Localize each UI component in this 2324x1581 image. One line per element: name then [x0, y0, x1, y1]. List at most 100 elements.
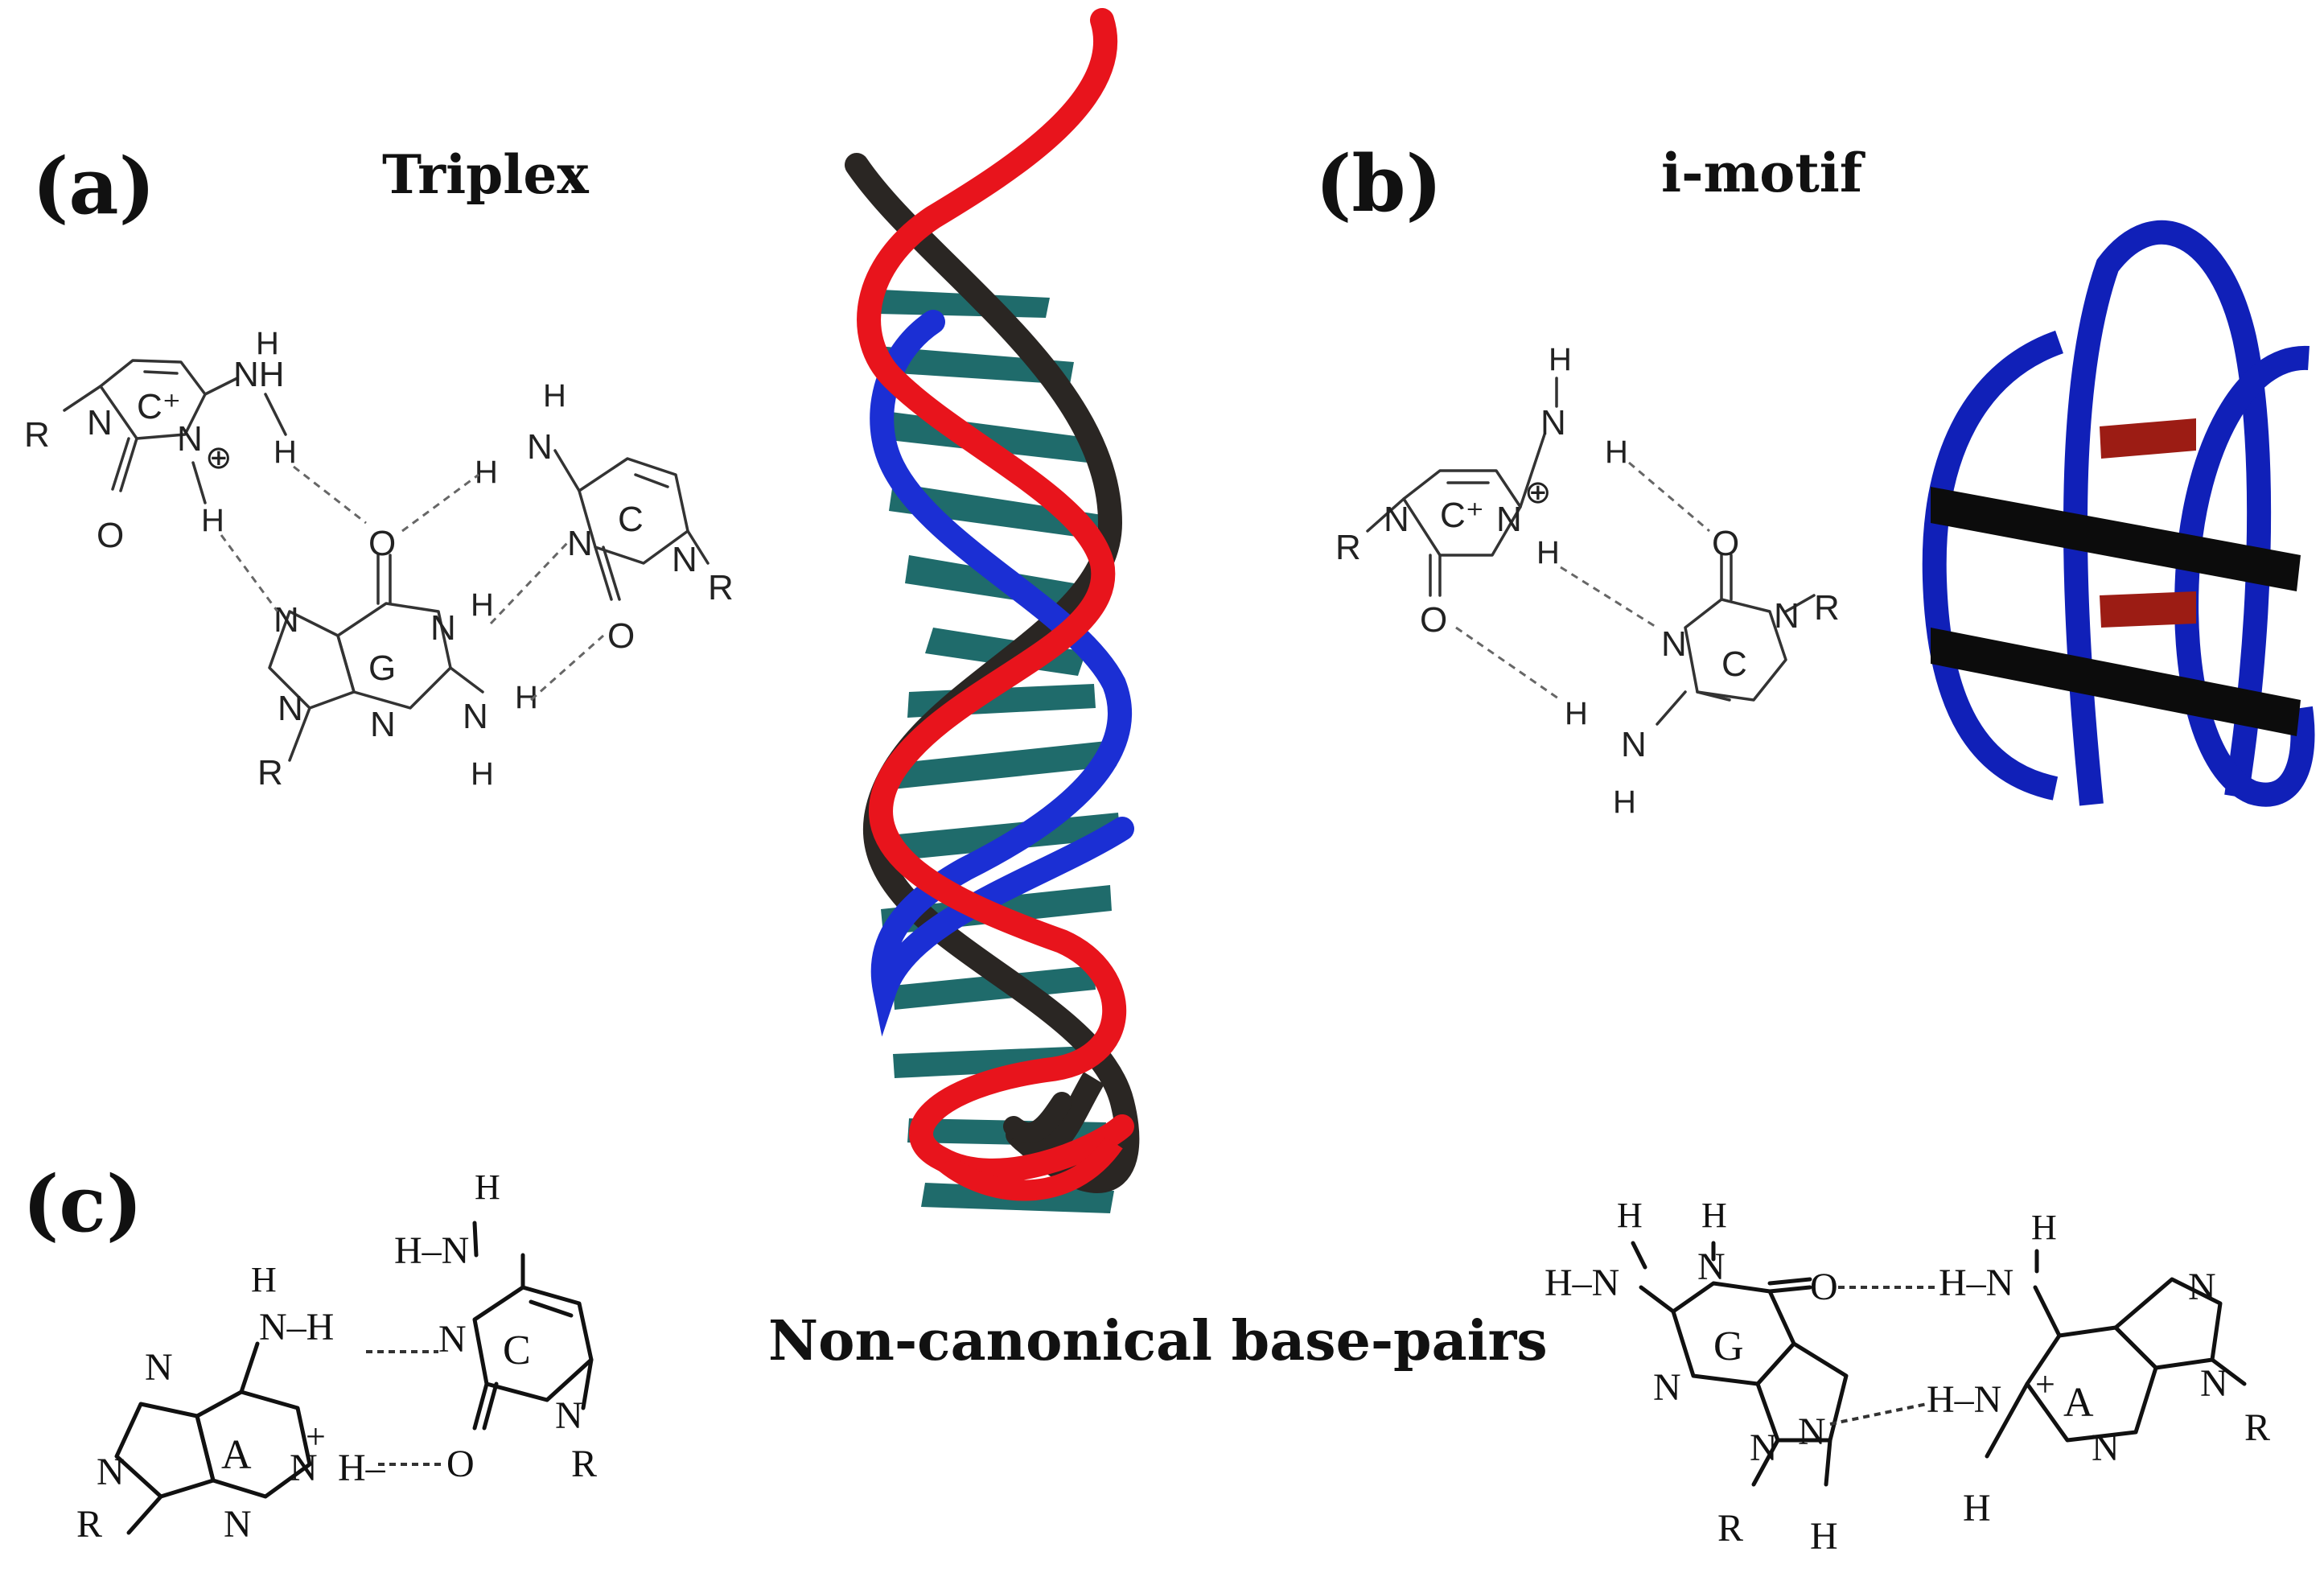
cytosine-ring: O N C N R N H H	[1565, 524, 1840, 820]
atom-n: N	[1496, 500, 1522, 539]
a-plus-c-base-pair: N N R A N + N N–H H H– H–N H N C N R O	[76, 1167, 597, 1546]
atom-n: N	[1661, 624, 1687, 664]
atom-n: N	[2092, 1427, 2120, 1469]
atom-h: H	[2031, 1208, 2057, 1247]
imotif-base-pair-black	[1931, 487, 2301, 591]
helix-strand-red	[857, 8, 1134, 1183]
guanine-ring: H–N H N H O G N N N R H	[1545, 1196, 1849, 1558]
imotif-base-pair-black	[1931, 628, 2301, 736]
base-c: C	[618, 500, 644, 539]
imotif-strand-right	[2174, 345, 2315, 807]
atom-h: H	[475, 1167, 500, 1207]
atom-h: H	[274, 434, 297, 470]
helix-strand-blue	[870, 310, 1134, 1037]
atom-n: N	[224, 1503, 252, 1546]
panel-c-label: (c)	[23, 1159, 142, 1250]
base-g: G	[1713, 1324, 1744, 1369]
base-c-plus: C⁺	[137, 387, 181, 426]
atom-nh: N–H	[259, 1306, 334, 1348]
atom-h: H	[471, 756, 494, 792]
cytosine-ring: N H H C N N R O	[475, 378, 734, 656]
atom-r: R	[1335, 528, 1361, 567]
helix-strand-black-end	[1003, 1092, 1072, 1143]
imotif-base-pair-red	[2100, 418, 2196, 459]
atom-h: H–	[338, 1447, 386, 1489]
adenine-protonated-ring: H–N H H–N + A N N R N H	[1927, 1208, 2270, 1530]
atom-plus: ⊕	[205, 440, 232, 476]
atom-r: R	[1814, 588, 1840, 628]
imotif-base-pair-red	[2100, 591, 2196, 628]
atom-n: N	[2188, 1266, 2216, 1308]
g-a-plus-base-pair: H–N H N H O G N N N R H H–N H H–N + A N	[1545, 1196, 2270, 1558]
atom-n: N	[274, 600, 299, 640]
atom-n: N	[672, 540, 697, 579]
atom-n: N	[555, 1394, 583, 1437]
atom-n: N	[87, 403, 113, 443]
base-c: C	[503, 1328, 531, 1373]
base-g: G	[368, 648, 396, 688]
dna-triple-helix	[845, 8, 1140, 1213]
atom-n: N	[1621, 725, 1647, 764]
triplex-c-plus-g-c-triad: N R C⁺ N ⊕ O NH H H H N O N H G N	[24, 326, 734, 793]
cytosine-ring: H–N H N C N R O	[394, 1167, 597, 1485]
atom-n: N	[370, 705, 396, 744]
atom-plus: +	[2035, 1365, 2055, 1404]
helix-strand-black-tail	[1008, 1072, 1104, 1161]
atom-n: N	[1384, 500, 1409, 539]
atom-r: R	[708, 568, 734, 607]
base-c: C	[1721, 644, 1747, 684]
panel-c-title: Non-canonical base-pairs	[768, 1309, 1548, 1373]
atom-h: H	[1605, 434, 1628, 470]
atom-plus: +	[306, 1417, 326, 1456]
atom-h: H	[1536, 535, 1560, 570]
atom-nh: NH	[233, 355, 285, 394]
atom-h: H	[1617, 1196, 1643, 1235]
atom-h: H	[1613, 784, 1636, 820]
atom-n: N	[1798, 1410, 1826, 1453]
guanine-ring: N O N H G N N R N H H	[257, 524, 538, 793]
atom-n: N	[290, 1447, 318, 1489]
atom-h: H	[256, 326, 279, 361]
base-a: A	[221, 1432, 252, 1478]
panel-b-title: i-motif	[1661, 142, 1865, 204]
atom-h: H	[201, 503, 224, 538]
imotif-strand-left	[1922, 330, 2064, 801]
atom-r: R	[571, 1443, 597, 1485]
atom-n: N	[430, 608, 456, 648]
atom-h: H	[475, 455, 498, 490]
atom-n: N	[177, 419, 203, 459]
atom-h: H	[1963, 1487, 1991, 1530]
atom-n: N	[527, 427, 553, 467]
cytosine-protonated-ring: N R C⁺ N ⊕ O NH H H H	[24, 326, 297, 555]
adenine-protonated-ring: N N R A N + N N–H H H–	[76, 1260, 386, 1546]
atom-n: N	[463, 697, 488, 736]
atom-n: N	[1540, 403, 1566, 443]
atom-h: H	[1549, 342, 1572, 377]
atom-o: O	[97, 516, 124, 555]
atom-o: O	[1420, 600, 1447, 640]
atom-n: N	[1653, 1366, 1681, 1409]
ac-hydrogen-bonds	[366, 1350, 442, 1466]
atom-o: O	[1810, 1266, 1838, 1308]
atom-h: H	[1565, 696, 1588, 731]
base-a: A	[2063, 1380, 2094, 1426]
imotif-c-plus-c-pair: N R C⁺ N ⊕ O N H H H O N C N R N H H	[1335, 342, 1840, 820]
atom-hn: H–N	[394, 1229, 469, 1272]
atom-n: N	[438, 1318, 467, 1361]
atom-r: R	[257, 753, 283, 793]
atom-n: N	[278, 689, 303, 728]
imotif-hydrogen-bonds	[1455, 461, 1710, 702]
panel-a-label: (a)	[32, 141, 155, 232]
atom-n: N	[567, 524, 593, 563]
atom-n: N	[97, 1451, 125, 1493]
atom-h: H	[1701, 1196, 1727, 1235]
atom-h: H	[251, 1260, 277, 1299]
atom-plus: ⊕	[1524, 475, 1552, 510]
atom-hn: H–N	[1939, 1262, 2013, 1304]
panel-b-label: (b)	[1315, 138, 1442, 229]
atom-n: N	[1697, 1245, 1726, 1288]
atom-o: O	[607, 616, 635, 656]
atom-hn: H–N	[1545, 1262, 1619, 1304]
atom-r: R	[76, 1503, 102, 1546]
